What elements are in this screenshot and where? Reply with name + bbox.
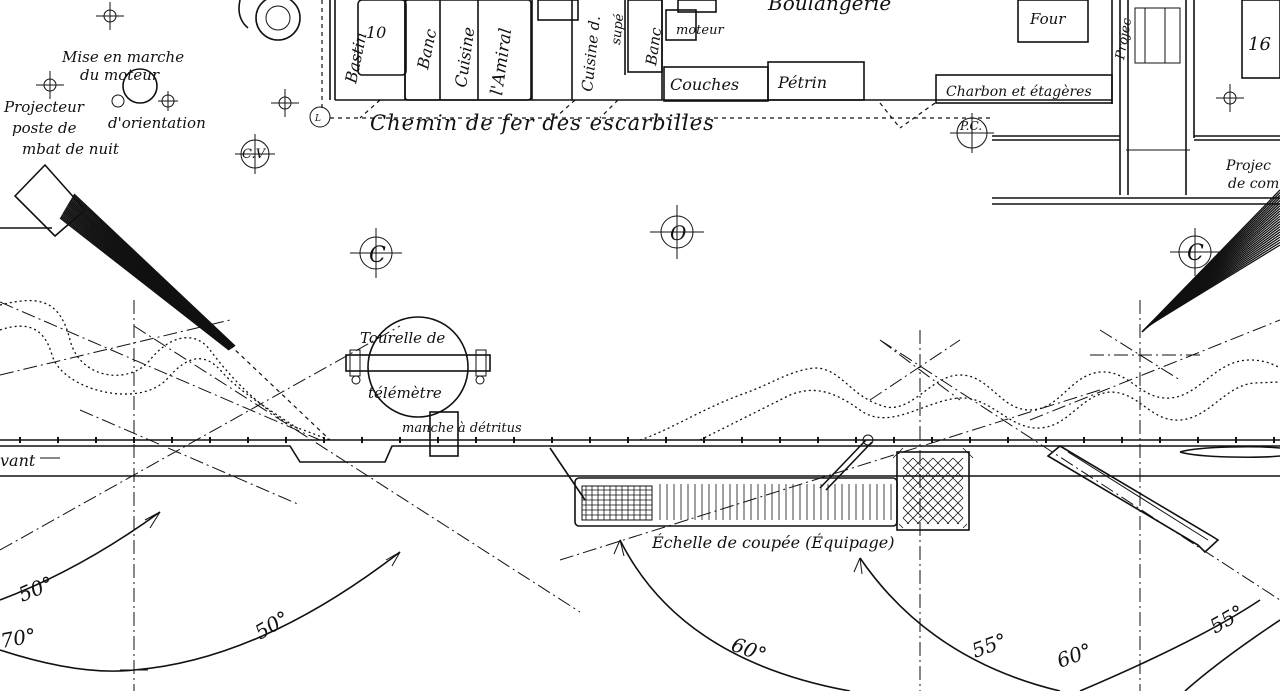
projecteur-left-label-1: Projecteur: [3, 98, 85, 116]
searchlight-right: Projec de com: [1141, 158, 1280, 333]
arc-of-fire-lines: [0, 300, 1280, 691]
angle-label: 55°: [969, 628, 1011, 663]
o-label: O: [670, 221, 686, 245]
projecteur-left-label-2: poste de: [12, 119, 77, 137]
motor-start-group: Mise en marche du moteur d'orientation P…: [3, 0, 301, 158]
orientation-label: d'orientation: [108, 114, 206, 132]
c-right-label: C: [1187, 241, 1204, 266]
crosshair-mark: [271, 89, 299, 117]
searchlight-left: [0, 163, 236, 351]
hatch-line: [902, 467, 960, 525]
couches-label: Couches: [670, 75, 739, 94]
angle-label: 60°: [728, 632, 770, 667]
cuisine-sup-label-b: supé: [609, 13, 627, 46]
hatch-line: [936, 497, 964, 525]
angle-label: 60°: [1054, 638, 1096, 673]
hatch-line: [962, 447, 974, 459]
hatch-line: [902, 507, 920, 525]
telemetre-label: télémètre: [368, 384, 442, 402]
hatch-line: [902, 457, 944, 499]
hatch-line: [892, 447, 904, 459]
hatch-line: [902, 497, 930, 525]
projecteur-right-label-2: de com: [1228, 176, 1279, 192]
c-left-label: C: [369, 243, 386, 268]
angle-labels: 50° 70° 50° 60° 55° 60° 55°: [0, 571, 1248, 673]
manche-label: manche à détritus: [402, 421, 522, 436]
cuisine-amiral-label-b: l'Amiral: [487, 27, 516, 97]
hatch-line: [962, 523, 968, 529]
reference-marks: C.V C O C: [36, 2, 1244, 278]
projecteur-top-right-label: Projec: [1113, 16, 1135, 61]
hatch-line: [902, 477, 950, 525]
hatch-line: [902, 457, 954, 509]
beam-ray: [73, 193, 236, 347]
rangefinder-turret: Tourelle de télémètre: [345, 316, 491, 418]
o-marker: [650, 205, 704, 259]
angle-label: 70°: [0, 623, 38, 653]
hatch-line: [902, 487, 940, 525]
l-marker-label: L: [314, 114, 321, 124]
cuisine-sup-label-a: Cuisine d.: [578, 15, 604, 93]
cv-label: C.V: [242, 147, 267, 162]
motor-circle: [122, 68, 158, 104]
boulangerie-label: Boulangerie: [767, 0, 891, 15]
hatch-line: [942, 457, 964, 479]
hatch-line: [932, 457, 964, 489]
hatch-line: [922, 457, 964, 499]
winch-circle: [255, 0, 301, 41]
petrin-label: Pétrin: [777, 73, 827, 92]
rail-label: Chemin de fer des escarbilles: [370, 111, 715, 135]
room-labels: Bastin 10 Banc Cuisine l'Amiral Cuisine …: [341, 0, 1271, 100]
four-label: Four: [1029, 10, 1066, 28]
du-moteur-label: du moteur: [80, 66, 160, 84]
mise-en-marche-label: Mise en marche: [61, 48, 184, 66]
crosshair-mark: [1216, 84, 1244, 112]
tourelle-label: Tourelle de: [360, 329, 445, 347]
hatch-line: [906, 467, 964, 525]
cuisine-amiral-label-a: Cuisine: [451, 26, 478, 89]
moteur-label: moteur: [676, 23, 724, 38]
pc-label: P.C.: [959, 119, 982, 133]
refuse-chute: [429, 411, 459, 457]
crosshair-mark: [96, 2, 124, 30]
cv-marker: [235, 134, 275, 174]
banc-1-label: Banc: [413, 27, 440, 72]
hull-outline: vant: [0, 299, 1280, 477]
room-10-box: [357, 0, 407, 76]
four-room: [1017, 0, 1089, 43]
hatch-line: [946, 507, 964, 525]
beam-ray: [1147, 244, 1280, 327]
c-marker-left: [350, 228, 402, 278]
angle-label: 50°: [15, 571, 57, 607]
accommodation-ladder: Échelle de coupée (Équipage): [549, 434, 974, 552]
compartments: L: [309, 0, 1280, 205]
hatch-line: [902, 457, 934, 489]
avant-label: vant: [0, 451, 36, 470]
hatch-line: [902, 457, 914, 469]
l-marker: [309, 106, 331, 128]
hatch-line: [912, 457, 964, 509]
hatch-line: [952, 457, 964, 469]
hatch-line: [916, 477, 964, 525]
c-marker-right: [1170, 228, 1220, 276]
boat-boom: [1046, 445, 1220, 554]
hatch-line: [926, 487, 964, 525]
room-10-label: 10: [366, 23, 386, 42]
echelle-label: Échelle de coupée (Équipage): [651, 532, 894, 552]
projecteur-right-label-1: Projec: [1225, 158, 1271, 174]
ladder-platform: [896, 451, 970, 531]
charbon-label: Charbon et étagères: [946, 84, 1092, 100]
projecteur-left-label-3: mbat de nuit: [22, 140, 120, 158]
banc-2-label: Banc: [642, 26, 665, 68]
crosshair-mark: [36, 71, 64, 99]
angle-label: 55°: [1206, 600, 1249, 639]
room-16-label: 16: [1248, 34, 1271, 55]
hatch-line: [898, 523, 904, 529]
